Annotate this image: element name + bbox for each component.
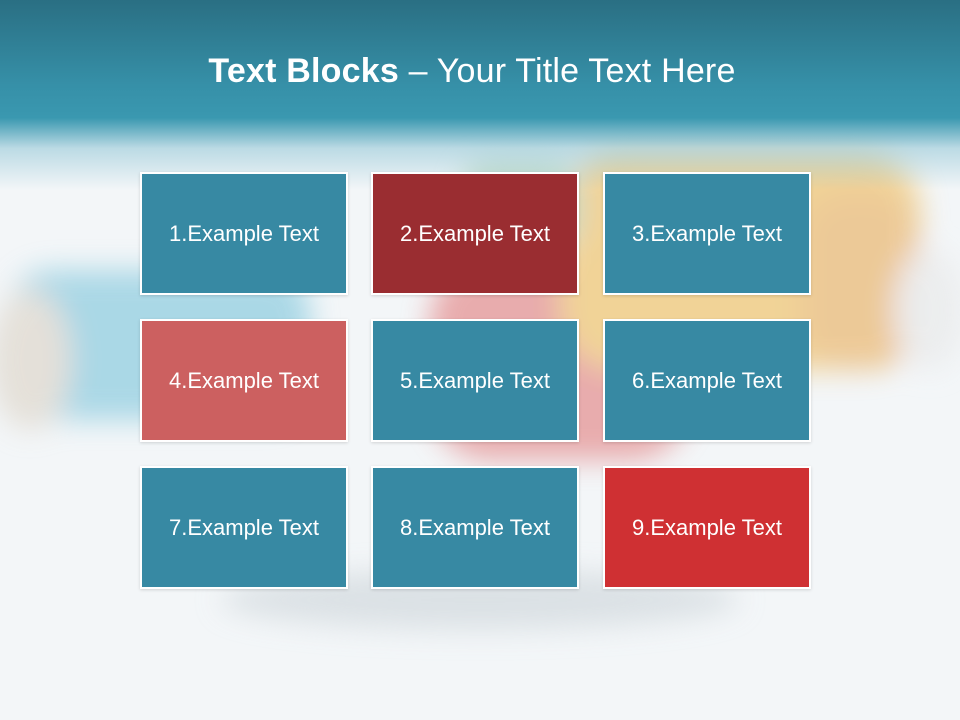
text-block-label: 3.Example Text <box>631 220 782 246</box>
text-block-label: 4.Example Text <box>168 367 319 393</box>
title-bold-text: Text Blocks <box>208 52 399 90</box>
text-block-label: 8.Example Text <box>399 514 550 540</box>
text-block-5[interactable]: 5.Example Text <box>371 319 579 442</box>
text-block-1[interactable]: 1.Example Text <box>140 172 348 295</box>
text-block-3[interactable]: 3.Example Text <box>603 172 811 295</box>
text-block-label: 9.Example Text <box>631 514 782 540</box>
text-block-9[interactable]: 9.Example Text <box>603 466 811 589</box>
text-block-4[interactable]: 4.Example Text <box>140 319 348 442</box>
text-block-6[interactable]: 6.Example Text <box>603 319 811 442</box>
text-block-label: 1.Example Text <box>168 220 319 246</box>
text-block-label: 6.Example Text <box>631 367 782 393</box>
text-block-7[interactable]: 7.Example Text <box>140 466 348 589</box>
slide-title: Text Blocks – Your Title Text Here <box>0 52 944 91</box>
text-block-label: 5.Example Text <box>399 367 550 393</box>
text-block-8[interactable]: 8.Example Text <box>371 466 579 589</box>
title-rest-text: – Your Title Text Here <box>398 52 736 90</box>
text-block-label: 7.Example Text <box>168 514 319 540</box>
header-band <box>0 0 960 190</box>
text-block-2[interactable]: 2.Example Text <box>371 172 579 295</box>
text-block-label: 2.Example Text <box>399 220 550 246</box>
